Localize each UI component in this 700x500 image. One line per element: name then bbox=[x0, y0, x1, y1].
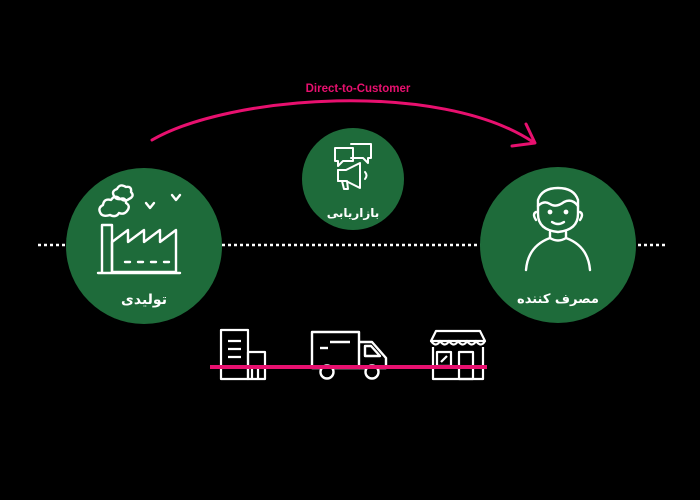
marketing-node: بازاریابی bbox=[302, 128, 404, 230]
production-label: تولیدی bbox=[121, 292, 167, 308]
consumer-node: مصرف کننده bbox=[480, 167, 636, 323]
delivery-truck-icon bbox=[310, 330, 388, 380]
intermediary-truck bbox=[310, 330, 388, 380]
building-icon bbox=[219, 328, 267, 381]
direct-arrow-curve bbox=[150, 99, 535, 144]
person-icon bbox=[524, 186, 592, 272]
consumer-label: مصرف کننده bbox=[517, 292, 599, 307]
production-node: تولیدی bbox=[66, 168, 222, 324]
direct-arrow-head bbox=[510, 122, 537, 148]
factory-icon bbox=[96, 184, 182, 275]
shop-icon bbox=[429, 329, 487, 381]
marketing-label: بازاریابی bbox=[327, 206, 380, 220]
direct-to-customer-label: Direct-to-Customer bbox=[306, 83, 411, 95]
intermediary-building bbox=[219, 328, 267, 381]
megaphone-chat-icon bbox=[334, 143, 372, 190]
intermediary-shop bbox=[429, 329, 487, 381]
